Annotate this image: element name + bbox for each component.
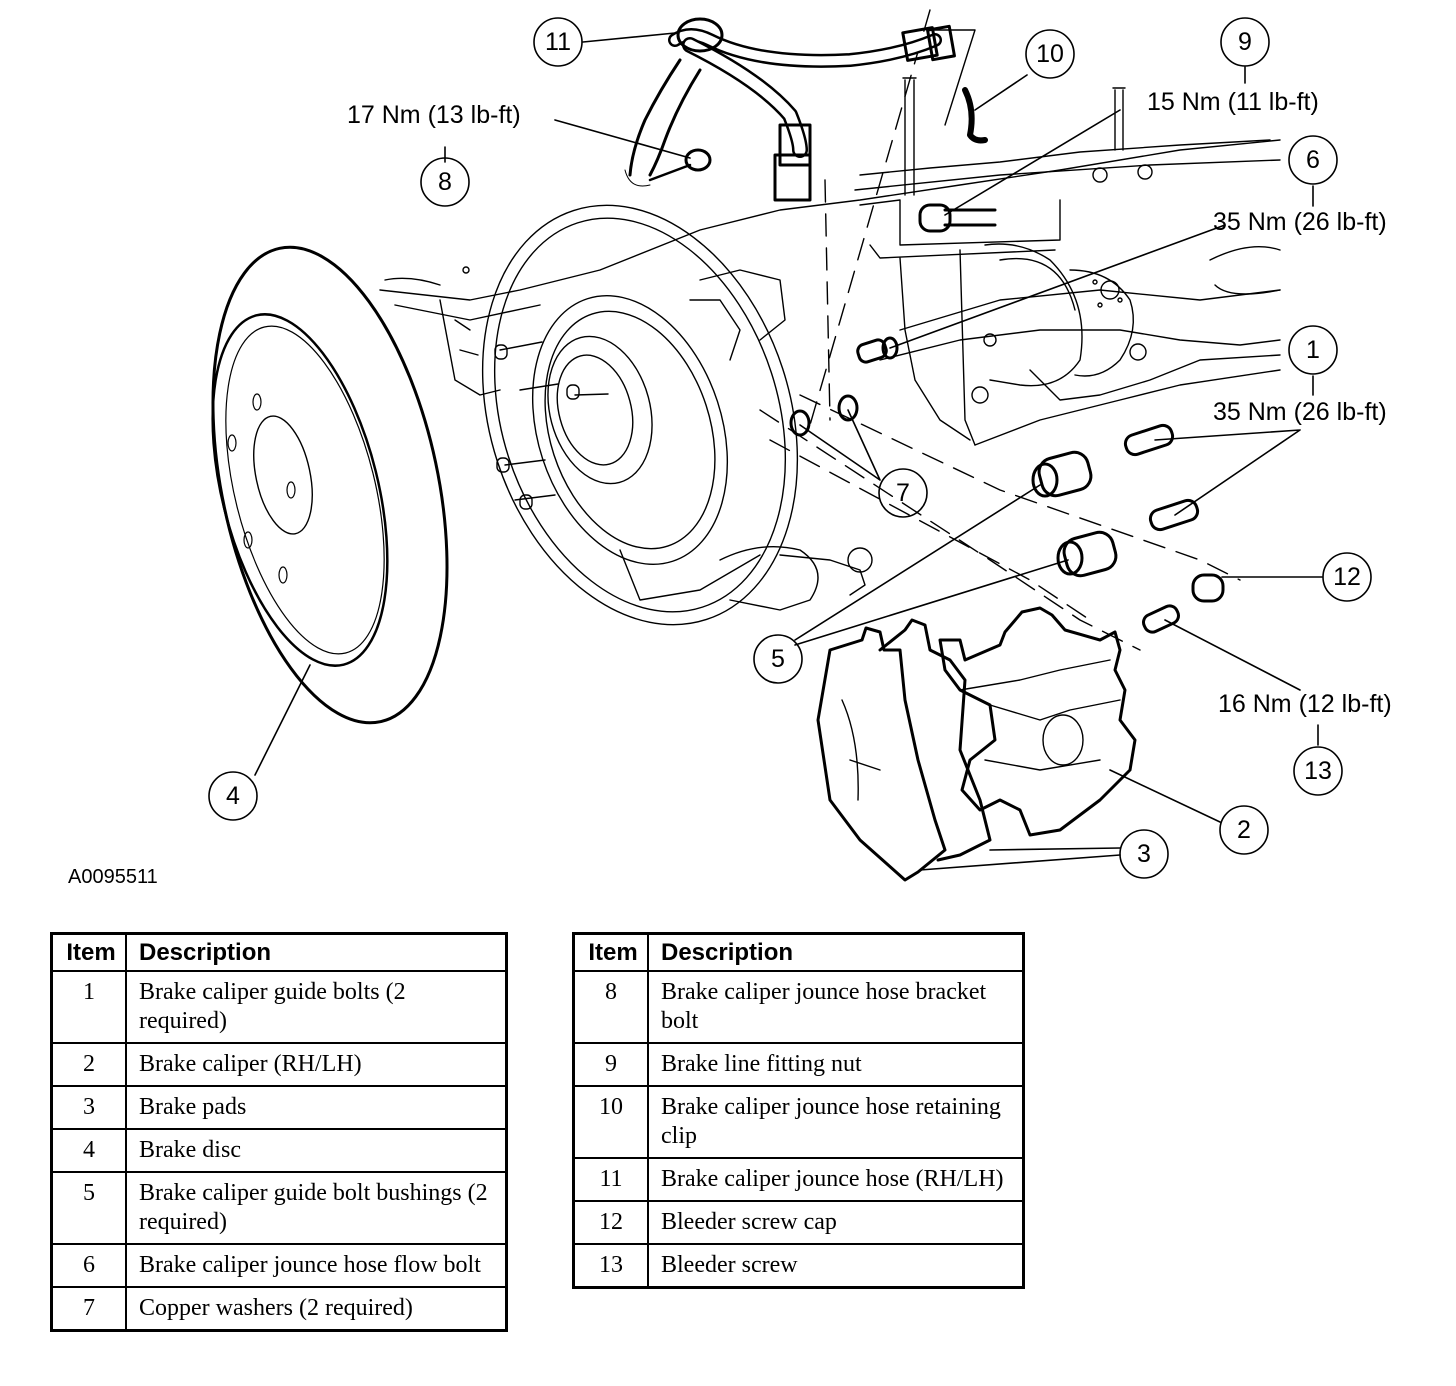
item-description: Brake caliper jounce hose retaining clip — [647, 1085, 1025, 1159]
suspension-background — [379, 9, 1281, 651]
item-number: 9 — [572, 1042, 649, 1087]
torque-spec-8: 17 Nm (13 lb-ft) — [347, 101, 521, 129]
item-number: 5 — [50, 1171, 127, 1245]
item-column-header: Item — [572, 932, 649, 972]
item-description: Copper washers (2 required) — [125, 1286, 508, 1332]
leader-lines — [254, 32, 1323, 871]
jounce-hose-drawing — [624, 17, 988, 202]
item-description: Brake caliper guide bolt bushings (2 req… — [125, 1171, 508, 1245]
item-number: 6 — [50, 1243, 127, 1288]
item-description: Brake pads — [125, 1085, 508, 1130]
item-description: Brake caliper jounce hose flow bolt — [125, 1243, 508, 1288]
description-column-header: Description — [647, 932, 1025, 972]
item-description: Brake caliper jounce hose bracket bolt — [647, 970, 1025, 1044]
item-number: 2 — [50, 1042, 127, 1087]
figure-id: A0095511 — [68, 866, 158, 888]
callout-12: 12 — [1333, 563, 1361, 591]
item-number: 4 — [50, 1128, 127, 1173]
callout-8: 8 — [438, 168, 452, 196]
callout-9: 9 — [1238, 28, 1252, 56]
legend-header-row: Item Description — [50, 932, 508, 972]
description-column-header: Description — [125, 932, 508, 972]
item-number: 11 — [572, 1157, 649, 1202]
callout-6: 6 — [1306, 146, 1320, 174]
item-number: 7 — [50, 1286, 127, 1332]
callout-3: 3 — [1137, 840, 1151, 868]
item-description: Brake caliper jounce hose (RH/LH) — [647, 1157, 1025, 1202]
hub-backing-plate-drawing — [481, 204, 873, 626]
torque-spec-6: 35 Nm (26 lb-ft) — [1213, 208, 1387, 236]
item-number: 13 — [572, 1243, 649, 1289]
callout-circles — [208, 17, 1372, 879]
callout-13: 13 — [1304, 757, 1332, 785]
torque-spec-13: 16 Nm (12 lb-ft) — [1218, 690, 1392, 718]
item-description: Brake caliper (RH/LH) — [125, 1042, 508, 1087]
torque-spec-1: 35 Nm (26 lb-ft) — [1213, 398, 1387, 426]
callout-11: 11 — [545, 28, 571, 56]
item-number: 1 — [50, 970, 127, 1044]
item-number: 10 — [572, 1085, 649, 1159]
caliper-and-pads-drawing — [816, 606, 1137, 882]
legend-header-row: Item Description — [572, 932, 1025, 972]
callout-5: 5 — [771, 645, 785, 673]
item-description: Bleeder screw — [647, 1243, 1025, 1289]
item-description: Bleeder screw cap — [647, 1200, 1025, 1245]
exploded-brake-diagram: 1 2 3 4 5 6 7 8 9 10 11 12 13 35 Nm (26 … — [208, 9, 1392, 882]
callout-10: 10 — [1036, 40, 1064, 68]
torque-spec-9: 15 Nm (11 lb-ft) — [1147, 88, 1319, 116]
item-description: Brake disc — [125, 1128, 508, 1173]
brake-disc-drawing — [211, 245, 449, 725]
callout-7: 7 — [896, 479, 910, 507]
callout-4: 4 — [226, 782, 240, 810]
item-column-header: Item — [50, 932, 127, 972]
item-description: Brake caliper guide bolts (2 required) — [125, 970, 508, 1044]
item-number: 12 — [572, 1200, 649, 1245]
item-number: 8 — [572, 970, 649, 1044]
callout-1: 1 — [1306, 336, 1320, 364]
callout-2: 2 — [1237, 816, 1251, 844]
guide-parts-drawing — [1031, 423, 1225, 634]
item-number: 3 — [50, 1085, 127, 1130]
item-description: Brake line fitting nut — [647, 1042, 1025, 1087]
